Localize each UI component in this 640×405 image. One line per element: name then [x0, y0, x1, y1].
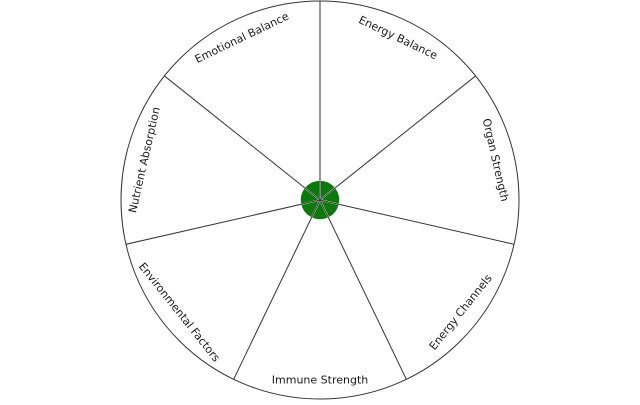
segment-label: Immune Strength [272, 374, 368, 387]
segment-label: Environmental Factors [136, 260, 223, 364]
spoke-5 [233, 199, 321, 380]
spoke-7 [164, 75, 321, 201]
spokes [125, 1, 515, 380]
spoke-2 [319, 75, 476, 201]
spoke-3 [319, 199, 515, 245]
outer-ring [120, 0, 520, 400]
segment-label: Nutrient Absorption [126, 106, 163, 214]
spoke-4 [319, 199, 407, 380]
segment-label: Energy Balance [357, 13, 440, 62]
spoke-6 [125, 199, 321, 245]
segment-label: Emotional Balance [193, 10, 291, 66]
